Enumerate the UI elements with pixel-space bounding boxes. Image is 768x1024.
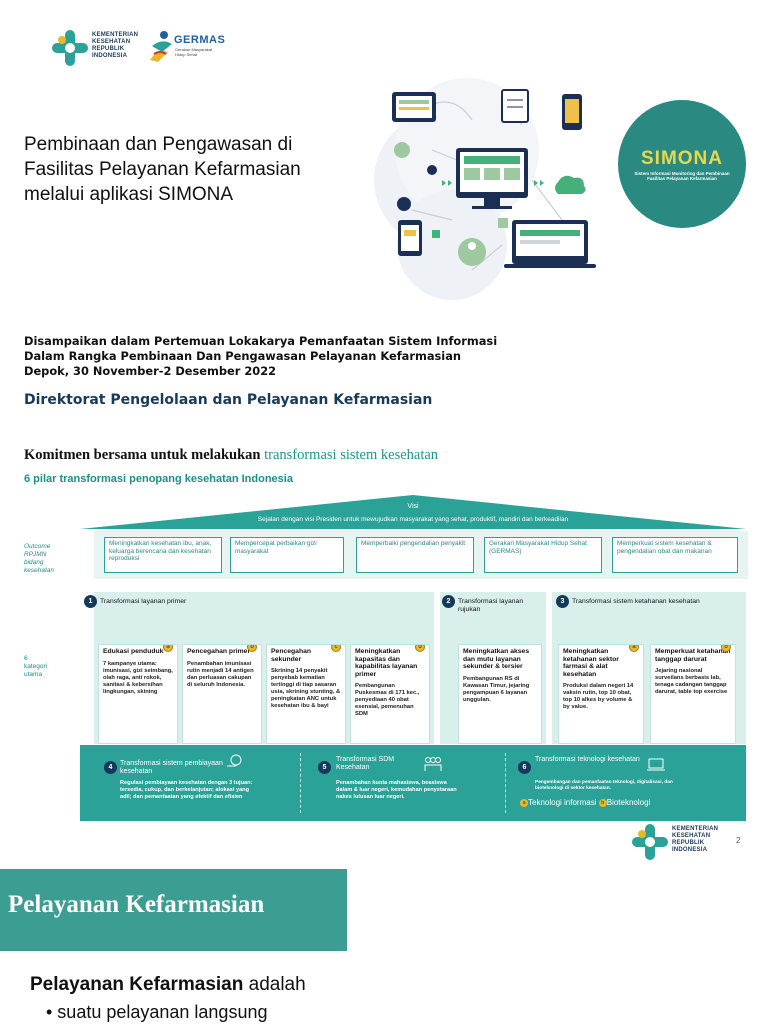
card-title: Pencegahan sekunder — [271, 648, 312, 663]
pillar-4-heading: Transformasi sistem pembiayaan kesehatan — [120, 760, 223, 775]
band-divider — [505, 753, 506, 813]
card-badge: b — [721, 645, 731, 652]
pillar-3-heading: Transformasi sistem ketahanan kesehatan — [572, 598, 700, 605]
card-body: Jejaring nasional surveilans berbasis la… — [655, 668, 728, 696]
pillar-card: b Pencegahan primer Penambahan imunisasi… — [182, 644, 262, 744]
card-badge: a — [163, 645, 173, 652]
pillar-card: d Meningkatkan kapasitas dan kapabilitas… — [350, 644, 430, 744]
roof-visi-text: Sejalan dengan visi Presiden untuk mewuj… — [257, 516, 569, 523]
page-number: 2 — [736, 836, 741, 845]
pillar-card: a Edukasi penduduk 7 kampanye utama: imu… — [98, 644, 178, 744]
card-title: Memperkuat ketahanan tanggap darurat — [655, 648, 731, 663]
kemenkes-logo-icon — [52, 30, 88, 66]
directorate-name: Direktorat Pengelolaan dan Pelayanan Kef… — [24, 392, 433, 408]
card-badge: c — [331, 645, 341, 652]
komitmen-heading: Komitmen bersama untuk melakukan transfo… — [24, 447, 439, 463]
card-title: Pencegahan primer — [187, 648, 251, 655]
pillar-3-number: 3 — [556, 595, 569, 608]
card-body: Penambahan imunisasi rutin menjadi 14 an… — [187, 660, 254, 688]
card-body: Produksi dalam negeri 14 vaksin rutin, t… — [563, 683, 634, 711]
delivery-note: Disampaikan dalam Pertemuan Lokakarya Pe… — [24, 334, 498, 378]
pillar-4-number: 4 — [104, 761, 117, 774]
roof-shape — [80, 495, 746, 529]
card-title: Edukasi penduduk — [103, 648, 164, 655]
outcome-box: Gerakan Masyarakat Hidup Sehat (GERMAS) — [484, 537, 602, 573]
page-title: Pembinaan dan Pengawasan di Fasilitas Pe… — [24, 134, 301, 205]
card-body: Pembangunan Puskesmas di 171 kec., penye… — [355, 683, 420, 718]
card-title: Meningkatkan kapasitas dan kapabilitas l… — [355, 648, 418, 678]
pillar-4-body: Regulasi pembiayaan kesehatan dengan 3 t… — [120, 780, 253, 800]
kemenkes-logo-icon — [632, 824, 668, 860]
card-badge: d — [415, 645, 425, 652]
pillar-card: b Memperkuat ketahanan tanggap darurat J… — [650, 644, 736, 744]
outcome-box: Memperbaiki pengendalian penyakit — [356, 537, 474, 573]
outcome-box: Meningkatkan kesehatan ibu, anak, keluar… — [104, 537, 222, 573]
outcome-box: Mempercepat perbaikan gizi masyarakat — [230, 537, 344, 573]
pillar-5-heading: Transformasi SDM Kesehatan — [336, 756, 395, 771]
band-divider — [300, 753, 301, 813]
pillar-6-number: 6 — [518, 761, 531, 774]
outcome-box: Memperkuat sistem kesehatan & pengendali… — [612, 537, 738, 573]
pillar-2-number: 2 — [442, 595, 455, 608]
pillar-1-number: 1 — [84, 595, 97, 608]
tek-b-label: Bioteknologi — [606, 798, 651, 807]
card-title: Meningkatkan ketahanan sektor farmasi & … — [563, 648, 619, 678]
germas-logo-subtext: Gerakan Masyarakat Hidup Sehat — [175, 47, 213, 57]
germas-logo-text: GERMAS — [174, 34, 226, 46]
card-badge: a — [629, 645, 639, 652]
tek-a-label: Teknologi informasi — [528, 798, 597, 807]
simona-logo-text: SIMONA — [641, 148, 723, 169]
pilar-subheading: 6 pilar transformasi penopang kesehatan … — [24, 473, 293, 485]
people-icon — [424, 757, 442, 771]
money-hand-icon — [227, 754, 242, 767]
simona-badge — [618, 100, 746, 228]
roof-visi-label: Visi — [407, 503, 419, 510]
card-badge: b — [247, 645, 257, 652]
kemenkes-logo-text: KEMENTERIAN KESEHATAN REPUBLIK INDONESIA — [92, 32, 139, 59]
pillar-6-heading: Transformasi teknologi kesehatan — [535, 756, 640, 763]
definition-bullet: • suatu pelayanan langsung — [46, 1002, 268, 1022]
card-body: Pembangunan RS di Kawasan Timur, jejarin… — [463, 675, 530, 703]
tek-b-badge: b — [598, 798, 607, 807]
digital-devices-illustration — [374, 78, 596, 300]
definition-line: Pelayanan Kefarmasian adalah — [30, 974, 306, 995]
kemenkes-logo-text: KEMENTERIAN KESEHATAN REPUBLIK INDONESIA — [672, 826, 719, 853]
header-logos: KEMENTERIAN KESEHATAN REPUBLIK INDONESIA… — [52, 26, 252, 70]
pillar-5-body: Penambahan kuota mahasiswa, beasiswa dal… — [336, 780, 457, 800]
pillar-1-heading: Transformasi layanan primer — [100, 598, 187, 605]
laptop-icon — [647, 758, 665, 771]
pillar-5-number: 5 — [318, 761, 331, 774]
section-title-band — [0, 869, 347, 951]
pillar-6-body: Pengembangan dan pemanfaatan teknologi, … — [535, 780, 673, 791]
pillar-2-heading: Transformasi layanan rujukan — [458, 598, 524, 613]
foundation-band — [80, 745, 746, 821]
pillar-card: Meningkatkan akses dan mutu layanan seku… — [458, 644, 542, 744]
section-title: Pelayanan Kefarmasian — [8, 891, 265, 918]
pillar-card: c Pencegahan sekunder Skrining 14 penyak… — [266, 644, 346, 744]
card-body: 7 kampanye utama: imunisasi, gizi seimba… — [103, 660, 173, 695]
pillar-card: a Meningkatkan ketahanan sektor farmasi … — [558, 644, 644, 744]
tek-a-badge: a — [520, 798, 528, 807]
footer-logo: KEMENTERIAN KESEHATAN REPUBLIK INDONESIA — [632, 822, 742, 862]
simona-logo-subtext: Sistem Informasi Monitoring dan Pembinaa… — [634, 171, 730, 181]
card-title: Meningkatkan akses dan mutu layanan seku… — [463, 648, 530, 671]
card-body: Skrining 14 penyakit penyebab kematian t… — [271, 668, 341, 710]
germas-figure-icon — [150, 31, 172, 62]
